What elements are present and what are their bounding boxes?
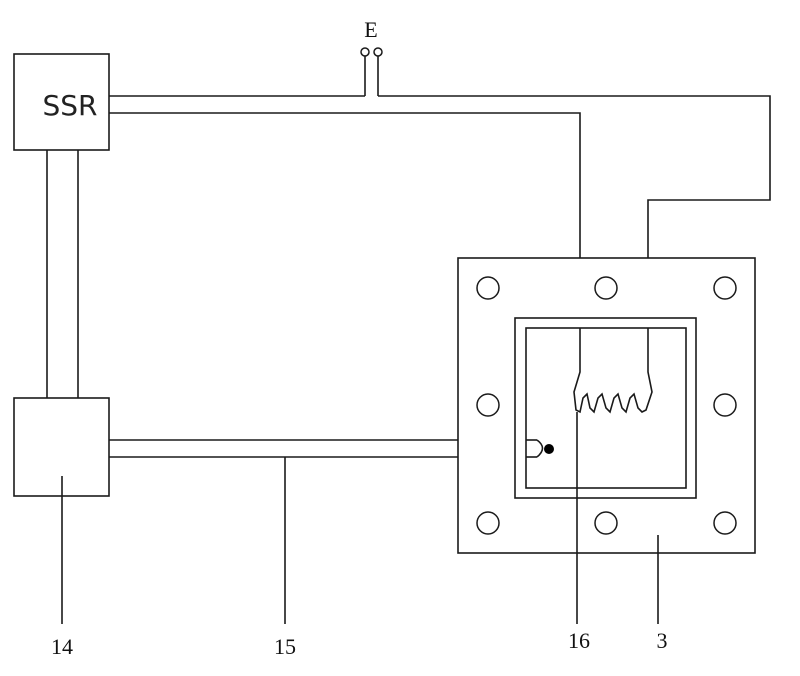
ssr-label: SSR [42,89,97,122]
leader-lines [61,412,659,624]
bolt-hole [713,393,737,417]
sensor-tip [544,444,554,454]
power-terminals [360,47,383,96]
ssr-box: SSR [13,53,110,151]
bolt-hole [476,276,500,300]
bolt-hole [594,511,618,535]
heater-element [573,328,653,414]
control-cable [46,150,79,398]
bolt-hole [594,276,618,300]
temperature-sensor [526,439,554,458]
bolt-hole [713,276,737,300]
callout-15: 15 [274,634,296,659]
callout-14: 14 [51,634,73,659]
callout-16: 16 [568,628,590,653]
power-wiring [109,95,771,258]
enclosure-plate [457,257,756,554]
bolt-hole [476,511,500,535]
sensor-cable [109,439,458,458]
power-source-label: E [364,17,377,42]
bolt-hole [476,393,500,417]
bolt-hole [713,511,737,535]
callout-3: 3 [657,628,668,653]
